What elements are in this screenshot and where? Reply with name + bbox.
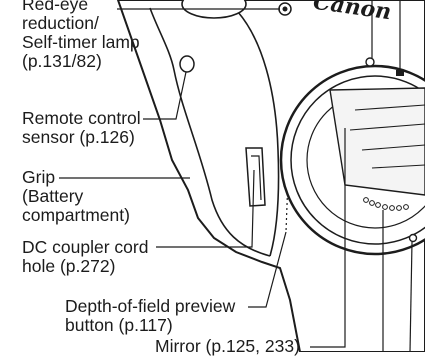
label-dof-preview: Depth-of-field preview button (p.117) [65, 296, 236, 335]
label-red-eye-lamp: Red-eye reduction/ Self-timer lamp (p.13… [22, 0, 140, 71]
leader-dof [248, 231, 287, 308]
leader-mirror [310, 128, 346, 348]
leader-dc [156, 169, 255, 248]
mirror [329, 87, 425, 196]
label-remote-control-sensor: Remote control sensor (p.126) [22, 108, 141, 147]
remote-sensor [179, 55, 195, 73]
grip-outline [149, 7, 271, 257]
mount-contacts [363, 197, 409, 211]
label-grip: Grip (Battery compartment) [22, 167, 130, 225]
leader-mount [409, 241, 413, 352]
mount-index [408, 233, 418, 243]
label-mirror: Mirror (p.125, 233) [155, 336, 300, 356]
label-dc-coupler: DC coupler cord hole (p.272) [22, 237, 149, 276]
leader-remote [143, 71, 187, 120]
dc-coupler-slot [245, 147, 266, 207]
